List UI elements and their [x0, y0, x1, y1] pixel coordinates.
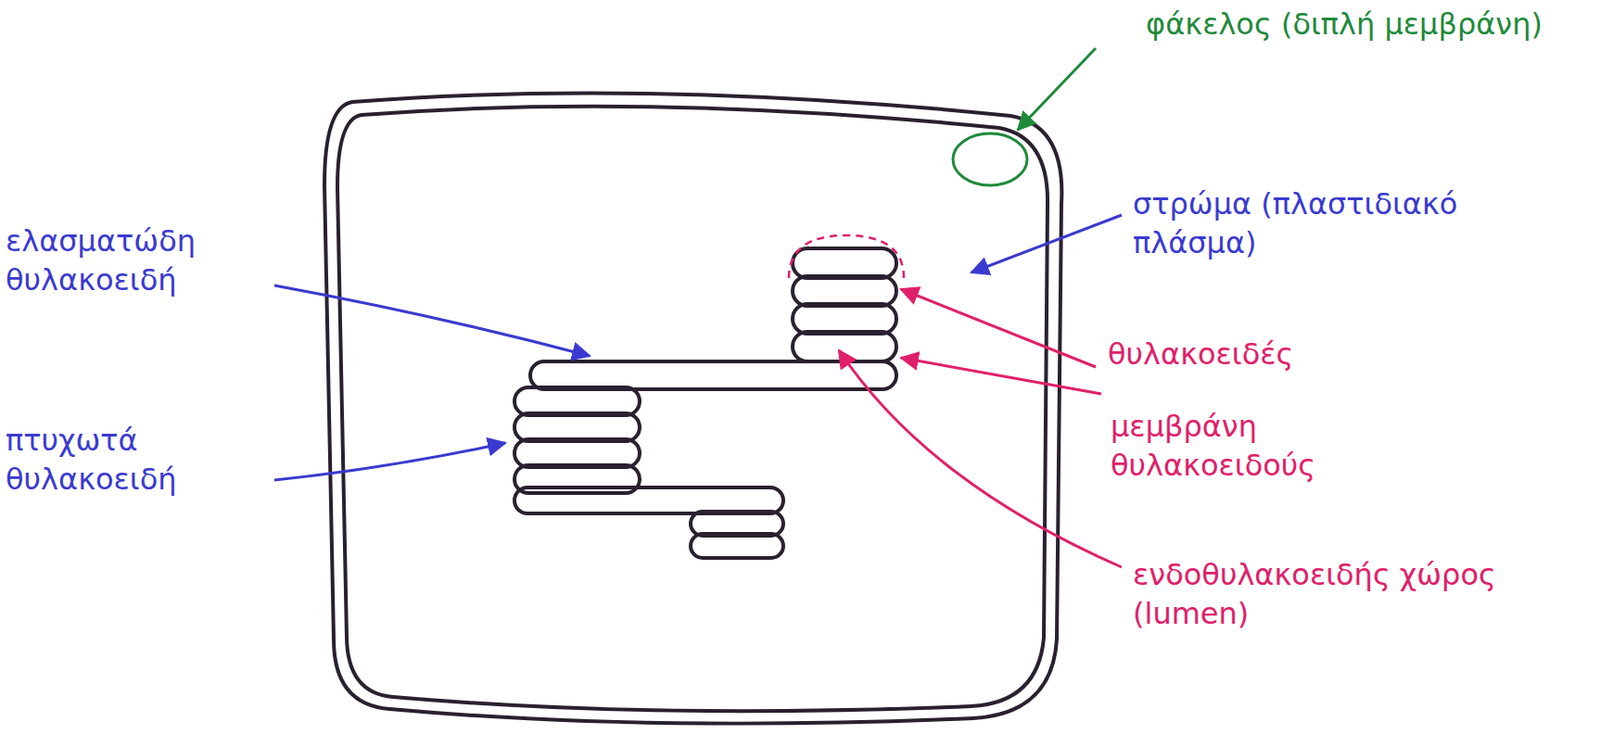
membrane-label: μεμβράνη θυλακοειδούς: [1110, 407, 1445, 485]
leader-lines: [274, 48, 1122, 568]
thylakoid-highlight: [788, 235, 904, 279]
stroma-label: στρώμα (πλαστιδιακό πλάσμα): [1132, 185, 1588, 263]
envelope-label: φάκελος (διπλή μεμβράνη): [1103, 5, 1586, 45]
envelope-highlight: [952, 133, 1028, 186]
lumen-label: ενδοθυλακοειδής χώρος (lumen): [1132, 556, 1523, 634]
grana-label: πτυχωτά θυλακοειδή: [5, 421, 275, 499]
envelope: [324, 92, 1062, 724]
thylakoid-label: θυλακοειδές: [1107, 335, 1442, 375]
lamellar-label: ελασματώδη θυλακοειδή: [5, 222, 275, 300]
thylakoids: [514, 248, 897, 559]
